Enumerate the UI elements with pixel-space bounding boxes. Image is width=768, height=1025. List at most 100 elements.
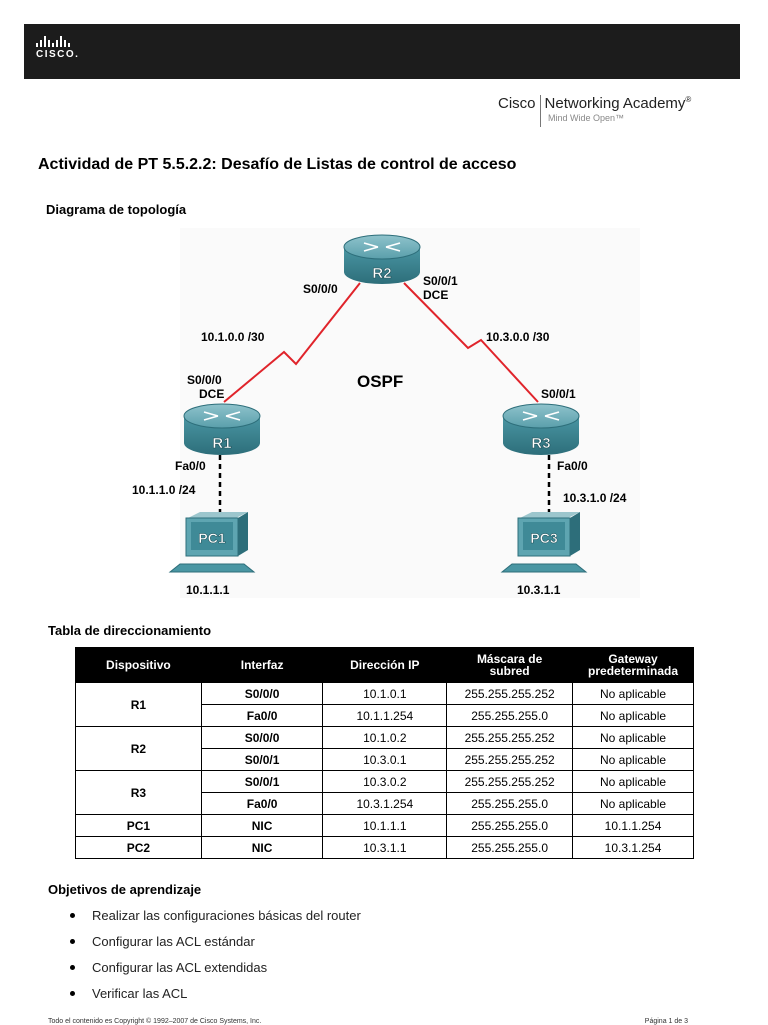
label-protocol: OSPF — [357, 372, 403, 391]
topology-heading: Diagrama de topología — [46, 202, 187, 217]
serial-link-r2-r3 — [403, 282, 539, 403]
cell-device: R1 — [75, 682, 202, 727]
list-item: Configurar las ACL extendidas — [70, 960, 361, 986]
label-r3-fa00: Fa0/0 — [557, 459, 588, 473]
cell-mask: 255.255.255.252 — [446, 682, 574, 705]
pc3-label: PC3 — [530, 530, 557, 546]
cell-interface: S0/0/1 — [200, 770, 324, 793]
header-device: Dispositivo — [75, 647, 202, 683]
list-item: Verificar las ACL — [70, 986, 361, 1012]
cell-mask: 255.255.255.0 — [446, 792, 574, 815]
cell-ip: 10.1.1.1 — [322, 814, 448, 837]
cell-mask: 255.255.255.252 — [446, 748, 574, 771]
keyboard-icon — [168, 563, 256, 573]
label-r3-s001: S0/0/1 — [541, 387, 576, 401]
header-bar: CISCO. — [24, 24, 740, 79]
pc3: PC3 — [500, 512, 588, 573]
cell-device: PC2 — [75, 836, 202, 859]
cell-mask: 255.255.255.0 — [446, 704, 574, 727]
cell-gateway: No aplicable — [572, 770, 694, 793]
bullet-icon — [70, 939, 75, 944]
footer-copyright: Todo el contenido es Copyright © 1992–20… — [48, 1018, 262, 1025]
cell-mask: 255.255.255.252 — [446, 770, 574, 793]
label-r1-fa00: Fa0/0 — [175, 459, 206, 473]
label-r2-s000: S0/0/0 — [303, 282, 338, 296]
cell-ip: 10.1.0.2 — [322, 726, 448, 749]
cisco-bridge-icon — [36, 36, 79, 47]
cell-interface: NIC — [200, 814, 324, 837]
cell-ip: 10.3.0.2 — [322, 770, 448, 793]
router-r1-label: R1 — [212, 435, 231, 452]
cell-device: R3 — [75, 770, 202, 815]
label-pc1-ip: 10.1.1.1 — [186, 583, 230, 597]
keyboard-icon — [500, 563, 588, 573]
cell-ip: 10.3.1.1 — [322, 836, 448, 859]
cell-ip: 10.3.1.254 — [322, 792, 448, 815]
table-header-row: Dispositivo Interfaz Dirección IP Máscar… — [75, 647, 694, 683]
router-arrows-icon — [363, 242, 401, 252]
header-ip: Dirección IP — [322, 647, 448, 683]
bullet-icon — [70, 913, 75, 918]
label-lan-right: 10.3.1.0 /24 — [563, 491, 627, 505]
cell-interface: S0/0/0 — [200, 726, 324, 749]
serial-link-r1-r2 — [223, 282, 361, 403]
table-row: Fa0/0 10.1.1.254 255.255.255.0 No aplica… — [76, 704, 694, 727]
pc1-label: PC1 — [198, 530, 225, 546]
table-row: S0/0/1 10.3.0.1 255.255.255.252 No aplic… — [76, 748, 694, 771]
header-interface: Interfaz — [200, 647, 324, 683]
cell-gateway: No aplicable — [572, 682, 694, 705]
cell-gateway: No aplicable — [572, 792, 694, 815]
objectives-list: Realizar las configuraciones básicas del… — [70, 908, 361, 1012]
page-footer: Todo el contenido es Copyright © 1992–20… — [48, 1018, 688, 1025]
router-r3: R3 — [502, 403, 580, 455]
academy-tagline: Mind Wide Open™ — [548, 113, 625, 123]
cell-gateway: No aplicable — [572, 748, 694, 771]
cell-device: PC1 — [75, 814, 202, 837]
topology-diagram: R2 R1 R3 PC1 PC3 — [132, 234, 627, 597]
cell-interface: S0/0/1 — [200, 748, 324, 771]
label-r1-dce: DCE — [199, 387, 224, 401]
list-item: Realizar las configuraciones básicas del… — [70, 908, 361, 934]
footer-page-number: Página 1 de 3 — [644, 1018, 688, 1025]
pc1: PC1 — [168, 512, 256, 573]
cell-mask: 255.255.255.252 — [446, 726, 574, 749]
cell-gateway: No aplicable — [572, 704, 694, 727]
router-r2: R2 — [343, 234, 421, 284]
cell-interface: NIC — [200, 836, 324, 859]
router-r2-label: R2 — [372, 265, 391, 282]
cell-mask: 255.255.255.0 — [446, 814, 574, 837]
label-lan-left: 10.1.1.0 /24 — [132, 483, 196, 497]
cell-ip: 10.1.0.1 — [322, 682, 448, 705]
label-pc3-ip: 10.3.1.1 — [517, 583, 561, 597]
cell-device: R2 — [75, 726, 202, 771]
table-row: PC1 NIC 10.1.1.1 255.255.255.0 10.1.1.25… — [75, 814, 694, 837]
table-row: R2 S0/0/0 10.1.0.2 255.255.255.252 No ap… — [75, 726, 694, 771]
objectives-heading: Objetivos de aprendizaje — [48, 882, 202, 897]
router-arrows-icon — [522, 411, 560, 421]
cell-interface: Fa0/0 — [200, 792, 324, 815]
academy-name: Networking Academy — [544, 95, 686, 112]
cell-mask: 255.255.255.0 — [446, 836, 574, 859]
cell-ip: 10.3.0.1 — [322, 748, 448, 771]
list-item: Configurar las ACL estándar — [70, 934, 361, 960]
table-row: R1 S0/0/0 10.1.0.1 255.255.255.252 No ap… — [75, 682, 694, 727]
bullet-icon — [70, 991, 75, 996]
label-net-right: 10.3.0.0 /30 — [486, 330, 550, 344]
addressing-table: Dispositivo Interfaz Dirección IP Máscar… — [75, 647, 694, 859]
cisco-logo: CISCO. — [36, 36, 79, 60]
label-r2-dce: DCE — [423, 288, 448, 302]
cell-ip: 10.1.1.254 — [322, 704, 448, 727]
label-r2-s001: S0/0/1 — [423, 274, 458, 288]
cell-gateway: 10.3.1.254 — [572, 836, 694, 859]
academy-mark: ® — [685, 95, 692, 104]
table-row: PC2 NIC 10.3.1.1 255.255.255.0 10.3.1.25… — [75, 836, 694, 859]
router-r1: R1 — [183, 403, 261, 455]
document-title: Actividad de PT 5.5.2.2: Desafío de List… — [38, 156, 517, 173]
label-net-left: 10.1.0.0 /30 — [201, 330, 265, 344]
cell-interface: Fa0/0 — [200, 704, 324, 727]
router-r3-label: R3 — [531, 435, 550, 452]
addressing-heading: Tabla de direccionamiento — [48, 623, 212, 638]
